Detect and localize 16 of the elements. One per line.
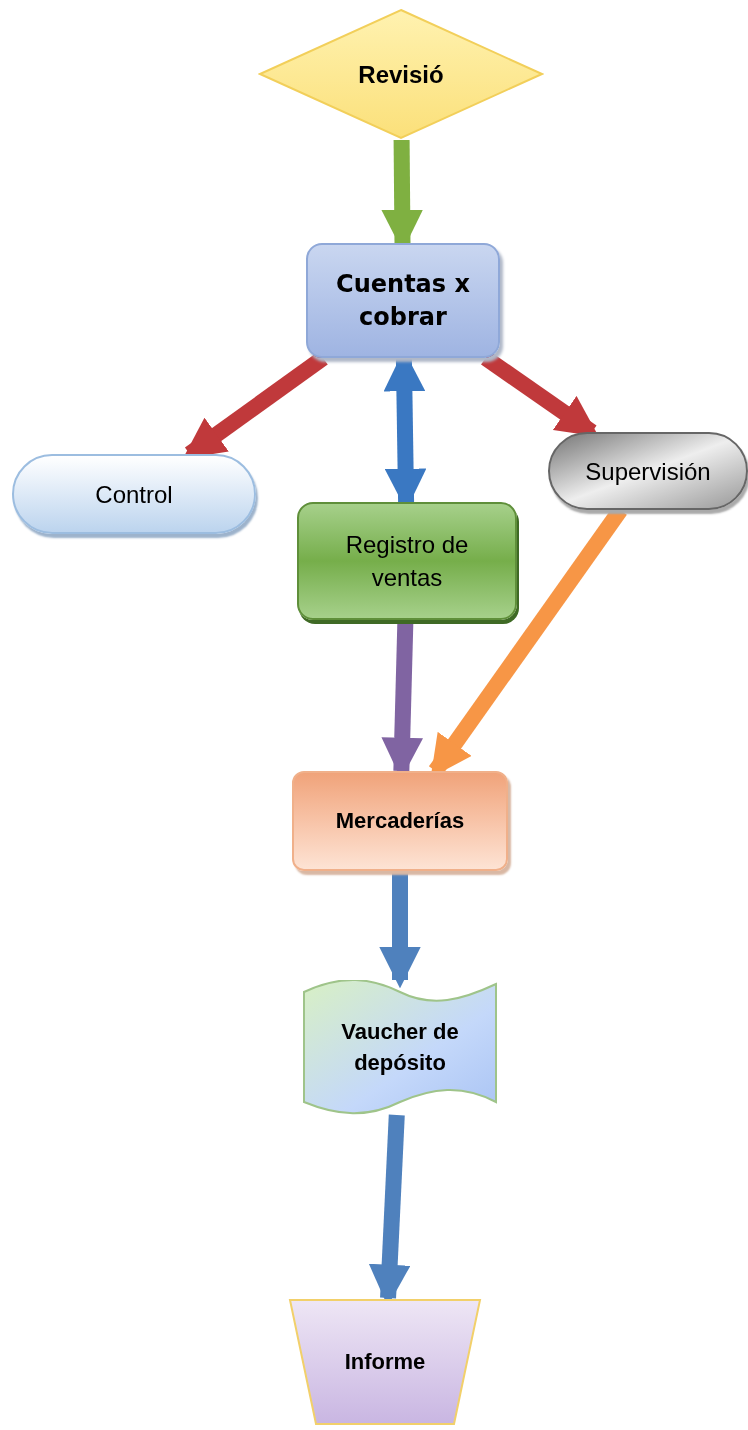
document-shape	[302, 980, 498, 1115]
node-label: Vaucher de depósito	[340, 1018, 460, 1077]
node-label: Revisió	[357, 59, 445, 90]
node-label: Supervisión	[584, 456, 712, 487]
process-box	[306, 243, 500, 358]
node-label: Cuentas x cobrar	[335, 268, 471, 333]
process-box	[292, 771, 508, 871]
node-label: Registro de ventas	[344, 530, 470, 593]
block-arrow	[379, 871, 421, 989]
decision-diamond	[258, 8, 544, 140]
node-label: Mercaderías	[334, 806, 466, 835]
node-label: Control	[94, 479, 174, 510]
terminal-pill	[12, 454, 256, 534]
node-label: Informe	[343, 1347, 427, 1376]
terminal-pill	[548, 432, 748, 510]
trapezoid-shape	[288, 1298, 482, 1426]
